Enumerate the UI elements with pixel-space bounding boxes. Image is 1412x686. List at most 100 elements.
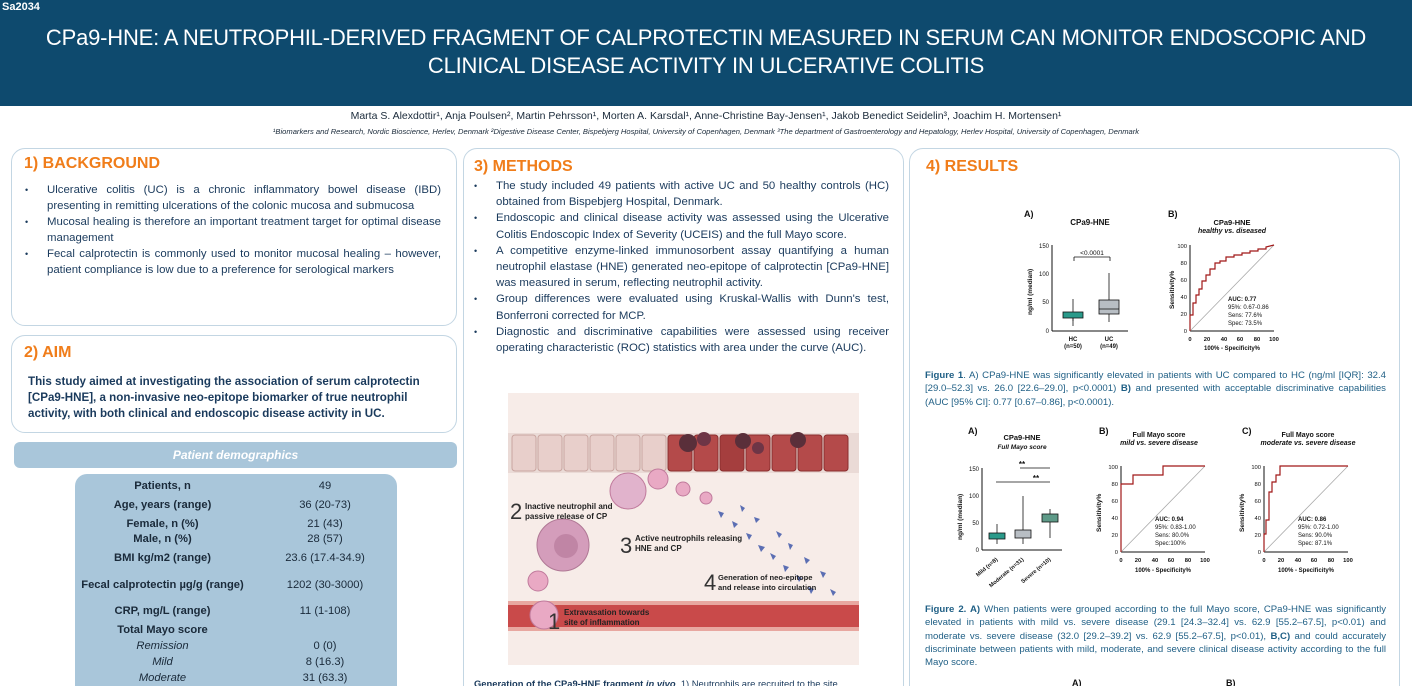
auc-stat: AUC: 0.94 <box>1155 517 1184 523</box>
panel-letter: A) <box>1024 209 1034 219</box>
roc-curve <box>1263 465 1348 552</box>
poster-id: Sa2034 <box>2 1 40 13</box>
y-tick-label: 150 <box>1039 244 1050 250</box>
demographics-heading: Patient demographics <box>14 442 457 468</box>
y-tick-label: 50 <box>972 521 979 527</box>
panel-letter: C) <box>1242 426 1252 436</box>
step-3-number: 3 <box>620 533 632 558</box>
step-1-label: Extravasation towards <box>564 608 650 617</box>
panel-title: CPa9-HNE <box>1070 218 1110 227</box>
x-tick-label: 40 <box>1221 337 1227 343</box>
panel-subtitle: moderate vs. severe disease <box>1261 440 1356 447</box>
step-3-label: Active neutrophils releasing <box>635 534 742 543</box>
author-list: Marta S. Alexdottir¹, Anja Poulsen², Mar… <box>350 110 1062 122</box>
hc-box <box>1062 311 1084 319</box>
y-tick-label: 0 <box>1184 329 1187 335</box>
roc-curve <box>1120 465 1205 552</box>
sens-stat: Sens: 80.0% <box>1155 533 1190 539</box>
poster-title: CPa9-HNE: A NEUTROPHIL-DERIVED FRAGMENT … <box>45 25 1367 78</box>
x-tick-label: 20 <box>1135 558 1141 564</box>
aim-heading: 2) AIM <box>24 344 72 361</box>
y-tick-label: 100 <box>1108 465 1118 471</box>
fig1-panel-a-boxplot: A) CPa9-HNE ng/ml (median) 150 100 50 0 … <box>1024 209 1128 350</box>
methods-item: Endoscopic and clinical disease activity… <box>468 210 889 242</box>
y-tick-label: 0 <box>1046 329 1050 335</box>
background-item: Fecal calprotectin is commonly used to m… <box>19 247 441 279</box>
x-group-label: Severe (n=10) <box>1020 557 1052 585</box>
y-tick-label: 20 <box>1112 533 1118 539</box>
step-3-label: HNE and CP <box>635 544 682 553</box>
x-tick-label: 60 <box>1168 558 1174 564</box>
fig1-panel-b-roc: B) CPa9-HNE healthy vs. diseased Sensiti… <box>1168 209 1279 352</box>
y-tick-label: 50 <box>1042 300 1049 306</box>
x-tick-label: 0 <box>1188 337 1191 343</box>
y-tick-label: 0 <box>976 548 980 554</box>
background-item: Ulcerative colitis (UC) is a chronic inf… <box>19 183 441 215</box>
methods-heading: 3) METHODS <box>474 158 573 175</box>
y-tick-label: 100 <box>969 494 980 500</box>
background-list: Ulcerative colitis (UC) is a chronic inf… <box>19 183 441 278</box>
ci-stat: 95%: 0.72-1.00 <box>1298 525 1339 531</box>
panel-title: Full Mayo score <box>1282 432 1335 439</box>
y-tick-label: 20 <box>1181 312 1187 318</box>
y-tick-label: 100 <box>1039 272 1050 278</box>
panel-subtitle: healthy vs. diseased <box>1198 228 1267 235</box>
y-axis-label: Sensitivity% <box>1239 493 1246 532</box>
methods-caption: Generation of the CPa9-HNE fragment in v… <box>474 678 838 686</box>
results-heading: 4) RESULTS <box>926 158 1019 175</box>
panel-title: Full Mayo score <box>1133 432 1186 439</box>
panel-letter: B) <box>1168 209 1178 219</box>
background-heading: 1) BACKGROUND <box>24 155 160 172</box>
x-tick-label: 60 <box>1311 558 1317 564</box>
fig3-panel-a-letter: A) <box>1072 678 1082 686</box>
aim-panel <box>11 335 457 433</box>
panel-letter: B) <box>1099 426 1109 436</box>
x-group-n: (n=50) <box>1064 344 1082 350</box>
fig2-panel-c-roc: C) Full Mayo score moderate vs. severe d… <box>1239 426 1356 574</box>
x-tick-label: 100 <box>1343 558 1353 564</box>
step-4-label: Generation of neo-epitope <box>718 573 813 582</box>
y-axis-label: Sensitivity% <box>1169 270 1176 309</box>
x-group-label: Mild (n=8) <box>975 557 999 579</box>
step-2-label: Inactive neutrophil and <box>525 502 613 511</box>
y-tick-label: 80 <box>1181 261 1187 267</box>
x-tick-label: 80 <box>1328 558 1334 564</box>
fig2-panel-b-roc: B) Full Mayo score mild vs. severe disea… <box>1096 426 1210 574</box>
y-tick-label: 40 <box>1112 516 1118 522</box>
x-group-label: UC <box>1105 337 1114 343</box>
step-4-number: 4 <box>704 570 716 595</box>
y-tick-label: 150 <box>969 467 980 473</box>
moderate-box <box>1014 529 1032 539</box>
methods-list: The study included 49 patients with acti… <box>468 178 889 356</box>
x-tick-label: 0 <box>1262 558 1265 564</box>
x-axis-label: 100% - Specificity% <box>1278 568 1335 574</box>
x-axis-label: 100% - Specificity% <box>1135 568 1192 574</box>
y-tick-label: 0 <box>1115 550 1118 556</box>
panel-subtitle: mild vs. severe disease <box>1120 440 1198 447</box>
step-2-number: 2 <box>510 499 522 524</box>
y-axis-label: Sensitivity% <box>1096 493 1103 532</box>
step-1-number: 1 <box>548 609 560 634</box>
y-tick-label: 80 <box>1112 482 1118 488</box>
methods-item: Diagnostic and discriminative capabiliti… <box>468 324 889 356</box>
neutrophil-pathway-diagram: 2 Inactive neutrophil and passive releas… <box>508 393 859 665</box>
y-tick-label: 40 <box>1255 516 1261 522</box>
x-group-label: HC <box>1069 337 1078 343</box>
panel-letter: A) <box>968 426 978 436</box>
methods-item: The study included 49 patients with acti… <box>468 178 889 210</box>
spec-stat: Spec: 73.5% <box>1228 321 1263 327</box>
spec-stat: Spec: 87.1% <box>1298 541 1333 547</box>
panel-title: CPa9-HNE <box>1213 218 1250 227</box>
neutrophil-cells <box>527 468 713 630</box>
y-tick-label: 0 <box>1258 550 1261 556</box>
results-panel <box>909 148 1400 686</box>
x-tick-label: 80 <box>1185 558 1191 564</box>
x-axis-label: 100% - Specificity% <box>1204 346 1261 352</box>
x-tick-label: 20 <box>1278 558 1284 564</box>
sens-stat: Sens: 90.0% <box>1298 533 1333 539</box>
ci-stat: 95%: 0.83-1.00 <box>1155 525 1196 531</box>
significance-mark: ** <box>1033 474 1040 483</box>
y-tick-label: 60 <box>1181 278 1187 284</box>
roc-curve <box>1189 244 1275 331</box>
